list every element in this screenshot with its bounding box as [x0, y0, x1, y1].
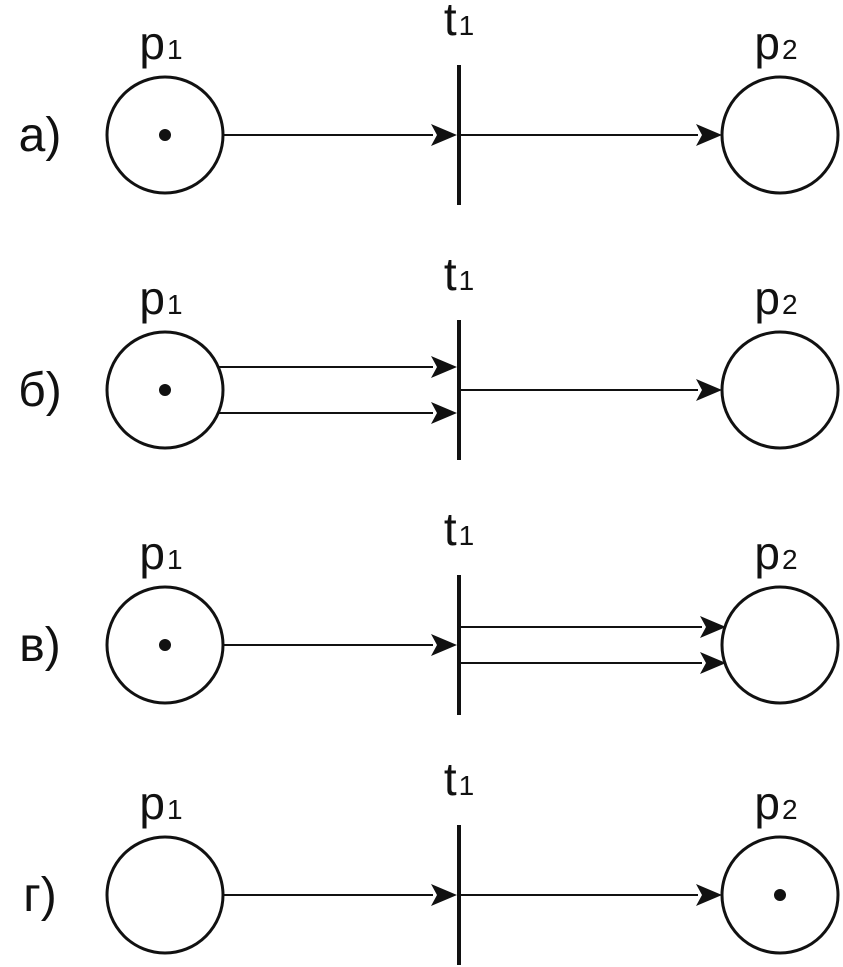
input-arc-head — [431, 356, 457, 378]
input-arc-head — [431, 402, 457, 424]
place-p1-token — [159, 384, 171, 396]
transition-t1-letter: t — [444, 248, 457, 300]
panel-label: а) — [19, 109, 62, 162]
transition-t1: t1 — [444, 753, 474, 805]
place-p1-label-subscript: 1 — [167, 289, 183, 320]
place-p1-token — [159, 639, 171, 651]
place-p1-circle — [105, 835, 225, 955]
place-p1-label: p1 — [139, 17, 182, 69]
place-p1-label: p1 — [139, 527, 182, 579]
output-arc-head — [696, 124, 722, 146]
place-p2-label: p2 — [754, 777, 797, 829]
place-p2-circle — [720, 330, 840, 450]
place-p2-label-subscript: 2 — [782, 544, 798, 575]
input-arc-head — [431, 634, 457, 656]
place-p2-circle — [720, 75, 840, 195]
place-p2-circle — [720, 585, 840, 705]
place-p2-label-letter: p — [754, 272, 780, 324]
transition-t1: t1 — [444, 0, 474, 45]
place-p2-label-letter: p — [754, 17, 780, 69]
place-p1-token — [159, 129, 171, 141]
transition-t1-letter: t — [444, 503, 457, 555]
place-p2-label-subscript: 2 — [782, 794, 798, 825]
transition-t1-subscript: 1 — [459, 265, 475, 296]
place-p2-label-subscript: 2 — [782, 34, 798, 65]
output-arc-head — [696, 884, 722, 906]
transition-t1-letter: t — [444, 0, 457, 45]
place-p1-label: p1 — [139, 272, 182, 324]
place-p1-label-subscript: 1 — [167, 34, 183, 65]
panel-label: б) — [18, 364, 61, 417]
output-arc-head — [696, 379, 722, 401]
place-p1-label-letter: p — [139, 527, 165, 579]
panel-label: г) — [23, 869, 57, 922]
place-p2-label: p2 — [754, 527, 797, 579]
transition-t1-letter: t — [444, 753, 457, 805]
input-arc-head — [431, 884, 457, 906]
place-p1-label-letter: p — [139, 272, 165, 324]
place-p1-label-letter: p — [139, 777, 165, 829]
place-p2-token — [774, 889, 786, 901]
place-p2-label-subscript: 2 — [782, 289, 798, 320]
transition-t1-subscript: 1 — [459, 520, 475, 551]
place-p2-label-letter: p — [754, 527, 780, 579]
transition-t1: t1 — [444, 503, 474, 555]
place-p1-label-letter: p — [139, 17, 165, 69]
transition-t1: t1 — [444, 248, 474, 300]
output-arc-head — [700, 652, 726, 674]
transition-t1-subscript: 1 — [459, 770, 475, 801]
panel-label: в) — [19, 619, 60, 672]
place-p2-label: p2 — [754, 272, 797, 324]
transition-t1-subscript: 1 — [459, 10, 475, 41]
place-p1-label-subscript: 1 — [167, 794, 183, 825]
place-p2-label: p2 — [754, 17, 797, 69]
output-arc-head — [700, 616, 726, 638]
place-p1-label-subscript: 1 — [167, 544, 183, 575]
place-p1-label: p1 — [139, 777, 182, 829]
place-p2-label-letter: p — [754, 777, 780, 829]
input-arc-head — [431, 124, 457, 146]
